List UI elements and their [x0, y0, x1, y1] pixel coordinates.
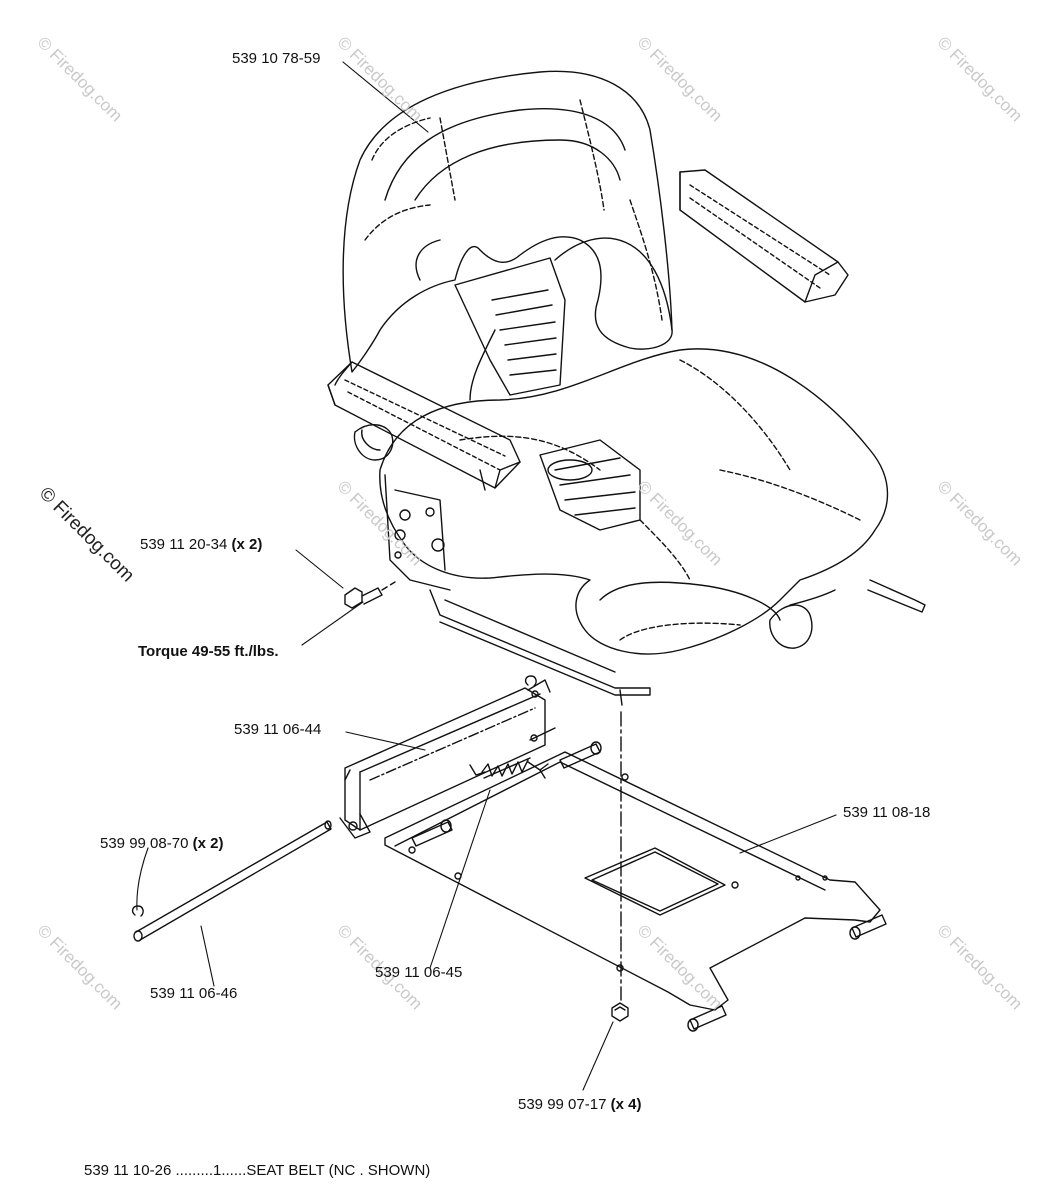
label-bolt-qty: (x 2)	[231, 536, 263, 553]
right-armrest	[679, 169, 849, 303]
parts-list-qty: 1	[213, 1162, 222, 1179]
parts-list-dots: .........	[175, 1162, 213, 1179]
rod	[133, 820, 332, 942]
label-rail: 539 11 06-44	[234, 721, 322, 738]
label-clip-part: 539 99 08-70	[100, 835, 189, 852]
label-seat: 539 10 78-59	[232, 50, 321, 67]
slide-rail	[339, 679, 556, 839]
leader-lines	[136, 61, 837, 1091]
label-spring: 539 11 06-45	[375, 964, 463, 981]
label-nut-part: 539 99 07-17	[518, 1096, 607, 1113]
label-torque: Torque 49-55 ft./lbs.	[138, 643, 279, 660]
label-clip: 539 99 08-70 (x 2)	[100, 835, 223, 852]
parts-list-row: 539 11 10-26 .........1......SEAT BELT (…	[84, 1162, 430, 1179]
parts-list-dots: ......	[221, 1162, 247, 1179]
label-nut: 539 99 07-17 (x 4)	[518, 1096, 641, 1113]
clips	[131, 675, 537, 917]
spring	[469, 757, 549, 779]
seat-back	[342, 70, 673, 401]
label-bolt: 539 11 20-34 (x 2)	[140, 536, 262, 553]
nut	[611, 1002, 629, 1022]
base-plate	[384, 741, 887, 1032]
label-plate: 539 11 08-18	[843, 804, 931, 821]
label-nut-qty: (x 4)	[610, 1096, 642, 1113]
label-bolt-part: 539 11 20-34	[140, 536, 228, 553]
left-armrest	[327, 361, 521, 491]
label-clip-qty: (x 2)	[192, 835, 224, 852]
seat-cushion	[353, 348, 926, 706]
label-rod: 539 11 06-46	[150, 985, 238, 1002]
parts-list-part-number: 539 11 10-26	[84, 1162, 172, 1179]
parts-list-description: SEAT BELT (NC . SHOWN)	[246, 1162, 431, 1179]
mounting-bolt	[344, 581, 396, 609]
